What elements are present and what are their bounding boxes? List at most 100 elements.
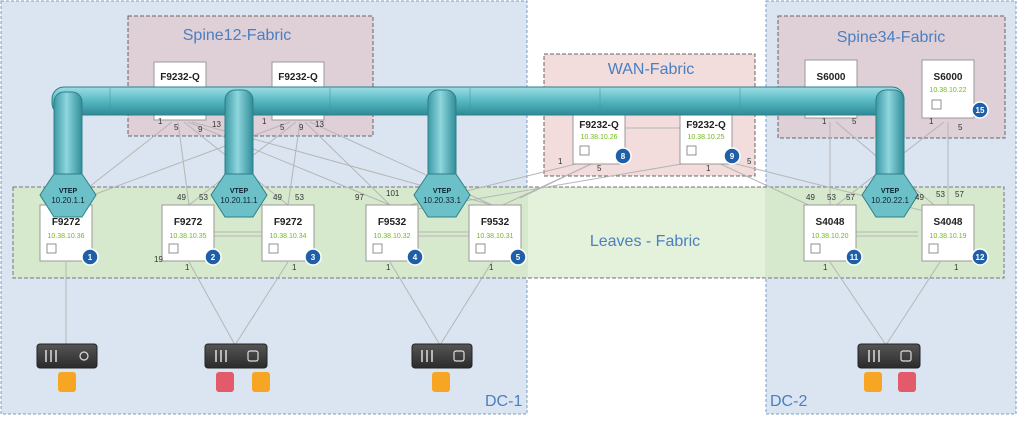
leaf-model: F9272 (174, 217, 203, 228)
badge-icon (204, 248, 222, 266)
spine12-label: Spine12-Fabric (183, 27, 292, 44)
leaf-badge: 4 (413, 253, 418, 262)
port-label: 1 (929, 117, 934, 126)
badge-icon (971, 248, 989, 266)
badge-icon (971, 101, 989, 119)
port-label: 1 (292, 263, 297, 272)
badge-icon (81, 248, 99, 266)
leaf-node[interactable]: S4048 10.38.10.19 12 (921, 204, 989, 266)
leaf-node[interactable]: F9272 10.38.10.34 3 (261, 204, 322, 266)
port-label: 5 (597, 164, 602, 173)
spine34-label: Spine34-Fabric (837, 29, 946, 46)
port-label: 1 (386, 263, 391, 272)
leaf-node[interactable]: S4048 10.38.10.20 11 (803, 204, 863, 266)
leaf-badge: 5 (516, 253, 521, 262)
badge-icon (845, 248, 863, 266)
vtep-node[interactable]: VTEP 10.20.33.1 (413, 173, 471, 218)
leaf-node[interactable]: F9532 10.38.10.32 4 (365, 204, 424, 266)
port-label: 49 (273, 193, 282, 202)
port-label: 49 (915, 193, 924, 202)
overlay-tube (51, 86, 905, 188)
spine-ip: 10.38.10.22 (930, 87, 967, 94)
wan-label: WAN-Fabric (608, 61, 695, 78)
port-label: 97 (355, 193, 364, 202)
port-label: 49 (177, 193, 186, 202)
vtep-node[interactable]: VTEP 10.20.11.1 (210, 173, 268, 218)
badge-icon (304, 248, 322, 266)
leaves-label: Leaves - Fabric (590, 233, 700, 250)
spine-model: F9232-Q (278, 72, 318, 83)
leaf-badge: 3 (311, 253, 316, 262)
wan-ip: 10.38.10.26 (581, 134, 618, 141)
port-labels: 1 5 9 13 1 5 9 13 1 5 1 5 1 5 1 5 49 53 … (154, 117, 964, 272)
vtep-label: VTEP (230, 188, 249, 195)
badge-icon (723, 147, 741, 165)
spine-model: S6000 (817, 72, 846, 83)
server-icon (36, 343, 98, 392)
wan-badge: 9 (730, 152, 735, 161)
leaf-model: F9272 (52, 217, 81, 228)
port-label: 53 (827, 193, 836, 202)
leaf-model: S4048 (934, 217, 963, 228)
leaf-badge: 1 (88, 253, 93, 262)
vtep-label: VTEP (881, 188, 900, 195)
vtep-label: VTEP (433, 188, 452, 195)
port-label: 13 (212, 120, 221, 129)
leaf-node[interactable]: F9532 10.38.10.31 5 (468, 204, 527, 266)
port-label: 57 (955, 190, 964, 199)
leaf-badge: 12 (976, 253, 985, 262)
leaf-ip: 10.38.10.34 (270, 233, 307, 240)
wan-model: F9232-Q (686, 120, 726, 131)
leaf-badge: 11 (850, 253, 859, 262)
leaf-ip: 10.38.10.36 (48, 233, 85, 240)
vtep-ip: 10.20.11.1 (220, 196, 258, 205)
leaf-model: S4048 (816, 217, 845, 228)
leaf-badge: 2 (211, 253, 216, 262)
port-label: 19 (154, 255, 163, 264)
port-label: 53 (199, 193, 208, 202)
port-label: 1 (954, 263, 959, 272)
port-label: 1 (158, 117, 163, 126)
port-label: 5 (852, 117, 857, 126)
wan-model: F9232-Q (579, 120, 619, 131)
server-icon (204, 343, 270, 392)
leaf-node[interactable]: F9272 10.38.10.35 2 (161, 204, 222, 266)
leaf-ip: 10.38.10.31 (477, 233, 514, 240)
port-label: 101 (386, 189, 400, 198)
port-label: 1 (185, 263, 190, 272)
vtep-node[interactable]: VTEP 10.20.1.1 (39, 173, 97, 218)
vtep-ip: 10.20.33.1 (423, 196, 461, 205)
port-label: 1 (822, 117, 827, 126)
port-label: 1 (706, 164, 711, 173)
port-label: 13 (315, 120, 324, 129)
port-label: 5 (174, 123, 179, 132)
wan-node[interactable]: F9232-Q 10.38.10.25 9 (679, 113, 741, 165)
server-icon (857, 343, 921, 392)
wan-badge: 8 (621, 152, 626, 161)
leaf-model: F9272 (274, 217, 303, 228)
badge-icon (614, 147, 632, 165)
spine-badge: 15 (976, 106, 985, 115)
vtep-label: VTEP (59, 188, 78, 195)
spine-node[interactable]: S6000 10.38.10.22 15 (921, 59, 989, 119)
badge-icon (509, 248, 527, 266)
port-label: 5 (958, 123, 963, 132)
wan-ip: 10.38.10.25 (688, 134, 725, 141)
server-icon (411, 343, 473, 392)
port-label: 1 (262, 117, 267, 126)
port-label: 57 (846, 193, 855, 202)
dc2-label: DC-2 (770, 393, 807, 410)
leaf-model: F9532 (481, 217, 510, 228)
port-label: 53 (295, 193, 304, 202)
port-label: 5 (747, 157, 752, 166)
leaf-ip: 10.38.10.19 (930, 233, 967, 240)
wan-node[interactable]: F9232-Q 10.38.10.26 8 (572, 113, 632, 165)
port-label: 53 (936, 190, 945, 199)
vtep-node[interactable]: VTEP 10.20.22.1 (861, 173, 919, 218)
leaf-ip: 10.38.10.35 (170, 233, 207, 240)
port-label: 1 (558, 157, 563, 166)
port-label: 5 (280, 123, 285, 132)
leaf-model: F9532 (378, 217, 407, 228)
vtep-ip: 10.20.1.1 (51, 196, 85, 205)
